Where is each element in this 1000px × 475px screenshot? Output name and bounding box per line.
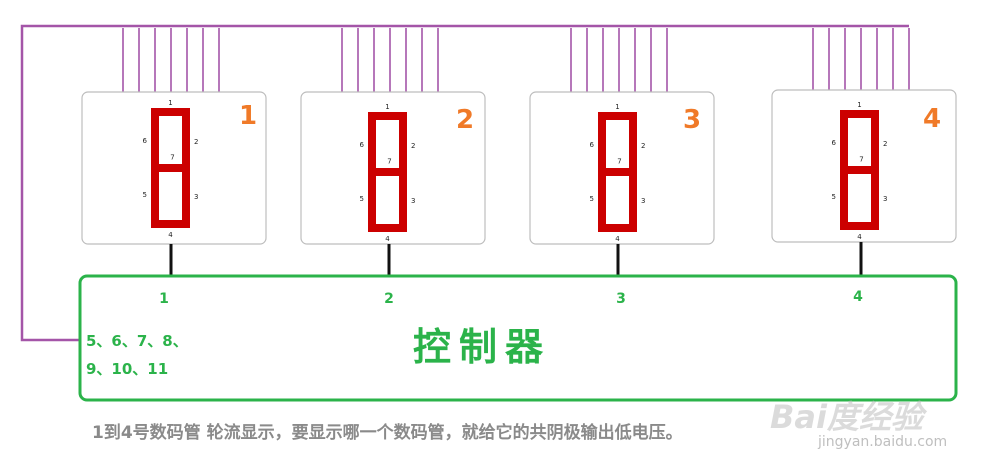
seven-segment-displays: 1 2 3 4 5 6 7 1 1 2 3 4 5 6 7 2 1 2 3 4 5 6 7 3 1 2 3 4 5 6 7 4 — [81, 89, 957, 276]
segment-label-middle: 7 — [859, 156, 863, 164]
segment-label-upper-left: 6 — [360, 141, 365, 149]
controller-port-4: 4 — [853, 289, 863, 305]
display-number: 4 — [923, 104, 941, 134]
display-2: 1 2 3 4 5 6 7 2 — [300, 91, 486, 276]
segment-label-upper-right: 2 — [641, 142, 645, 150]
segment-label-upper-right: 2 — [883, 140, 887, 148]
segment-label-middle: 7 — [617, 158, 621, 166]
segment-label-lower-right: 3 — [194, 193, 198, 201]
segment-label-top: 1 — [615, 103, 619, 111]
display-number: 3 — [683, 105, 701, 135]
watermark: Bai度经验 jingyan.baidu.com — [770, 392, 970, 462]
watermark-main: Bai度经验 — [770, 398, 923, 436]
segment-label-upper-right: 2 — [194, 138, 198, 146]
display-3: 1 2 3 4 5 6 7 3 — [529, 91, 715, 276]
segment-label-lower-left: 5 — [590, 195, 594, 203]
segment-label-middle: 7 — [387, 158, 391, 166]
segment-label-middle: 7 — [170, 154, 174, 162]
segment-label-lower-left: 5 — [143, 191, 147, 199]
segment-label-lower-right: 3 — [641, 197, 645, 205]
segment-middle — [840, 166, 879, 174]
display-number: 2 — [456, 105, 474, 135]
segment-label-lower-left: 5 — [360, 195, 364, 203]
controller-port-2: 2 — [384, 291, 394, 307]
segment-label-lower-right: 3 — [411, 197, 415, 205]
bus-main-line — [20, 24, 909, 342]
watermark-sub: jingyan.baidu.com — [818, 434, 948, 450]
display-1: 1 2 3 4 5 6 7 1 — [81, 91, 267, 276]
segment-label-upper-left: 6 — [143, 137, 148, 145]
segment-label-upper-left: 6 — [590, 141, 595, 149]
segment-label-upper-left: 6 — [832, 139, 837, 147]
controller-pins-line1: 5、6、7、8、 — [86, 332, 188, 350]
segment-bus — [20, 24, 910, 342]
controller-title: 控制器 — [413, 325, 551, 369]
segment-label-upper-right: 2 — [411, 142, 415, 150]
segment-label-top: 1 — [857, 101, 861, 109]
controller-box — [78, 274, 958, 402]
controller-port-3: 3 — [616, 291, 626, 307]
controller-port-1: 1 — [159, 291, 169, 307]
display-4: 1 2 3 4 5 6 7 4 — [771, 89, 957, 276]
segment-label-lower-left: 5 — [832, 193, 836, 201]
segment-label-bottom: 4 — [385, 235, 390, 243]
segment-label-lower-right: 3 — [883, 195, 887, 203]
segment-label-bottom: 4 — [168, 231, 173, 239]
segment-label-bottom: 4 — [857, 233, 862, 241]
segment-middle — [151, 164, 190, 172]
controller-pins-line2: 9、10、11 — [86, 360, 168, 378]
segment-label-top: 1 — [385, 103, 389, 111]
segment-middle — [598, 168, 637, 176]
segment-label-top: 1 — [168, 99, 172, 107]
segment-label-bottom: 4 — [615, 235, 620, 243]
controller-ports: 1 2 3 4 — [159, 289, 863, 307]
caption-text: 1到4号数码管 轮流显示，要显示哪一个数码管，就给它的共阴极输出低电压。 — [92, 423, 683, 443]
segment-middle — [368, 168, 407, 176]
display-number: 1 — [239, 101, 257, 131]
